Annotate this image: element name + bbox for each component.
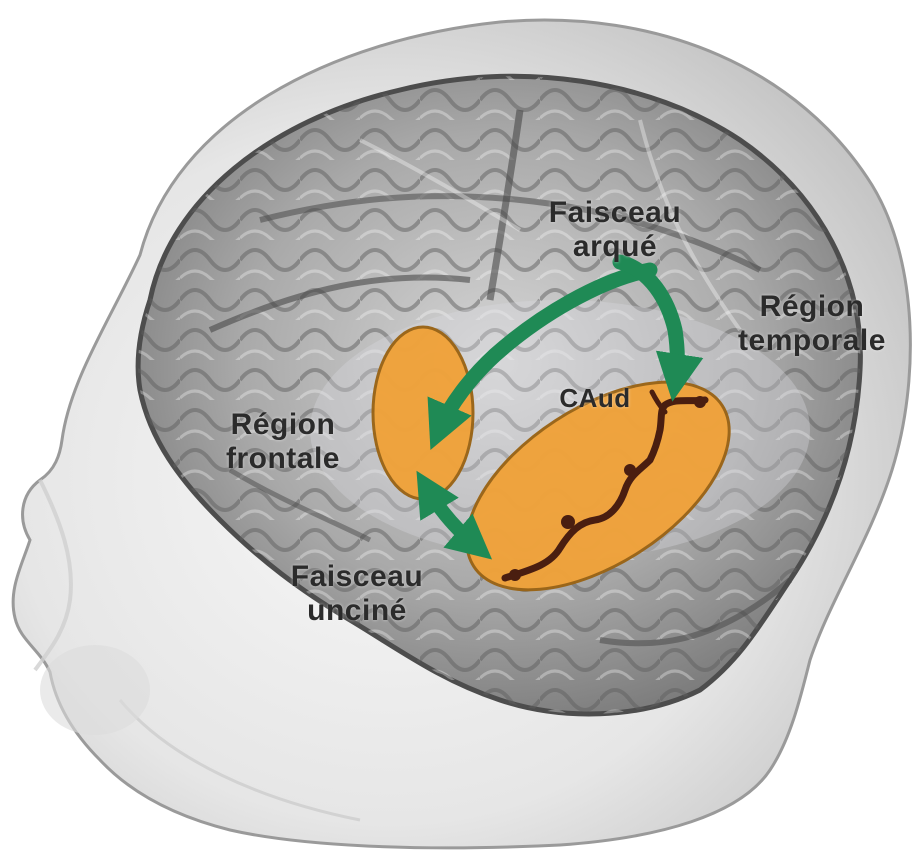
cortex-node bbox=[694, 396, 706, 408]
cortex-node bbox=[561, 515, 575, 529]
frontal-region-shape bbox=[373, 327, 473, 499]
cortex-node bbox=[624, 464, 636, 476]
label-temporal-region: Région temporale bbox=[712, 290, 912, 358]
label-frontal-region: Région frontale bbox=[198, 408, 368, 476]
label-arcuate-line2: arqué bbox=[520, 230, 710, 264]
label-arcuate-fasciculus: Faisceau arqué bbox=[520, 196, 710, 264]
label-frontal-line2: frontale bbox=[198, 442, 368, 476]
label-frontal-line1: Région bbox=[198, 408, 368, 442]
label-temporal-line2: temporale bbox=[712, 324, 912, 358]
label-temporal-line1: Région bbox=[712, 290, 912, 324]
label-uncinate-line2: unciné bbox=[262, 594, 452, 628]
label-arcuate-line1: Faisceau bbox=[520, 196, 710, 230]
label-auditory-text: CAud bbox=[545, 381, 645, 415]
label-auditory-cortex: CAud bbox=[545, 381, 645, 415]
cortex-node bbox=[509, 569, 521, 581]
label-uncinate-line1: Faisceau bbox=[262, 560, 452, 594]
label-uncinate-fasciculus: Faisceau unciné bbox=[262, 560, 452, 628]
